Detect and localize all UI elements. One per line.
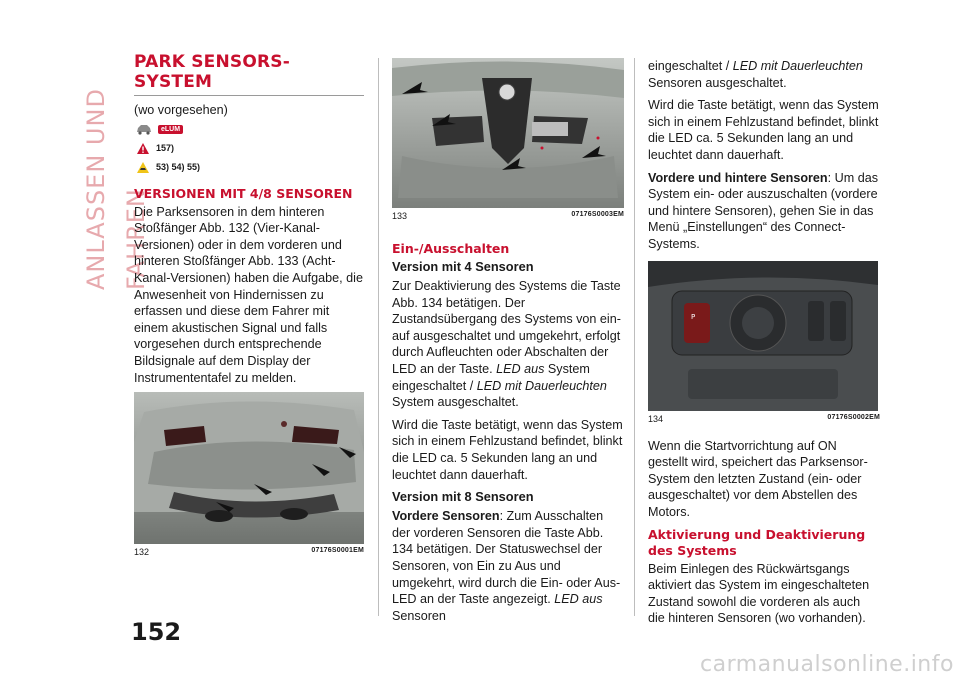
column-3: eingeschaltet / LED mit Dauerleuchten Se… [648,58,880,633]
figure-number: 132 [134,547,150,558]
figure-133: 133 07176S0003EM [392,58,624,221]
notes-row: 53) 54) 55) [136,159,364,176]
subtitle: (wo vorgesehen) [134,103,228,117]
paragraph-front-sensors: Vordere Sensoren: Zum Ausschalten der vo… [392,509,621,623]
paragraph-reverse-gear: Beim Einlegen des Rückwärtsgangs aktivie… [648,561,870,626]
figure-132: 132 07176S0001EM [134,392,364,557]
car-icon [137,125,151,135]
subheading-8-sensors: Version mit 8 Sensoren [392,489,534,505]
paragraph-4-sensors: Zur Deaktivierung des Systems die Taste … [392,279,621,410]
section-heading-activation: Aktivierung und Deaktivierung des System… [648,526,866,558]
intro-paragraph: Die Parksensoren in dem hinteren Stoßfän… [134,204,363,385]
warning-icon [137,142,149,154]
page-number: 152 [131,618,182,646]
elum-badge: eLUM [158,124,184,134]
figure-code: 07176S0001EM [311,547,364,555]
column-divider [634,58,635,616]
column-divider [378,58,379,616]
figure-code: 07176S0002EM [827,413,880,421]
rear-bumper-sensors-image [134,392,364,545]
subheading-4-sensors: Version mit 4 Sensoren [392,259,534,274]
note-icon [137,161,149,173]
figure-code: 07176S0003EM [571,211,624,218]
paragraph-fault: Wird die Taste betätigt, wenn das System… [392,417,623,482]
figure-134: P 134 07176S0002EM [648,260,880,424]
section-heading: VERSIONEN MIT 4/8 SENSOREN [134,185,353,201]
note-references: 53) 54) 55) [156,162,201,173]
warning-reference: 157) [156,143,175,154]
figure-number: 133 [392,211,408,221]
figure-number: 134 [648,413,664,424]
figure-caption: 133 07176S0003EM [392,211,624,221]
elum-row: eLUM [136,121,364,138]
warning-row: 157) [136,140,364,157]
section-heading-switch: Ein-/Ausschalten [392,241,510,256]
figure-caption: 134 07176S0002EM [648,414,880,424]
paragraph-continued: eingeschaltet / LED mit Dauerleuchten Se… [648,59,863,90]
paragraph-fault: Wird die Taste betätigt, wenn das System… [648,98,879,162]
paragraph-memory: Wenn die Startvorrichtung auf ON gestell… [648,438,868,519]
column-1: PARK SENSORS-SYSTEM (wo vorgesehen) eLUM… [134,52,364,557]
watermark: carmanualsonline.info [700,652,954,677]
paragraph-front-rear-sensors: Vordere und hintere Sensoren: Um das Sys… [648,170,879,251]
front-bumper-sensors-image [392,58,624,208]
page-title: PARK SENSORS-SYSTEM [134,52,364,96]
chapter-side-title: ANLASSEN UND FAHREN [82,88,150,290]
svg-text:P: P [691,313,695,321]
light-switch-panel-image: P [648,260,878,411]
column-2: 133 07176S0003EM Ein-/Ausschalten Versio… [392,58,624,630]
figure-caption: 132 07176S0001EM [134,547,364,557]
